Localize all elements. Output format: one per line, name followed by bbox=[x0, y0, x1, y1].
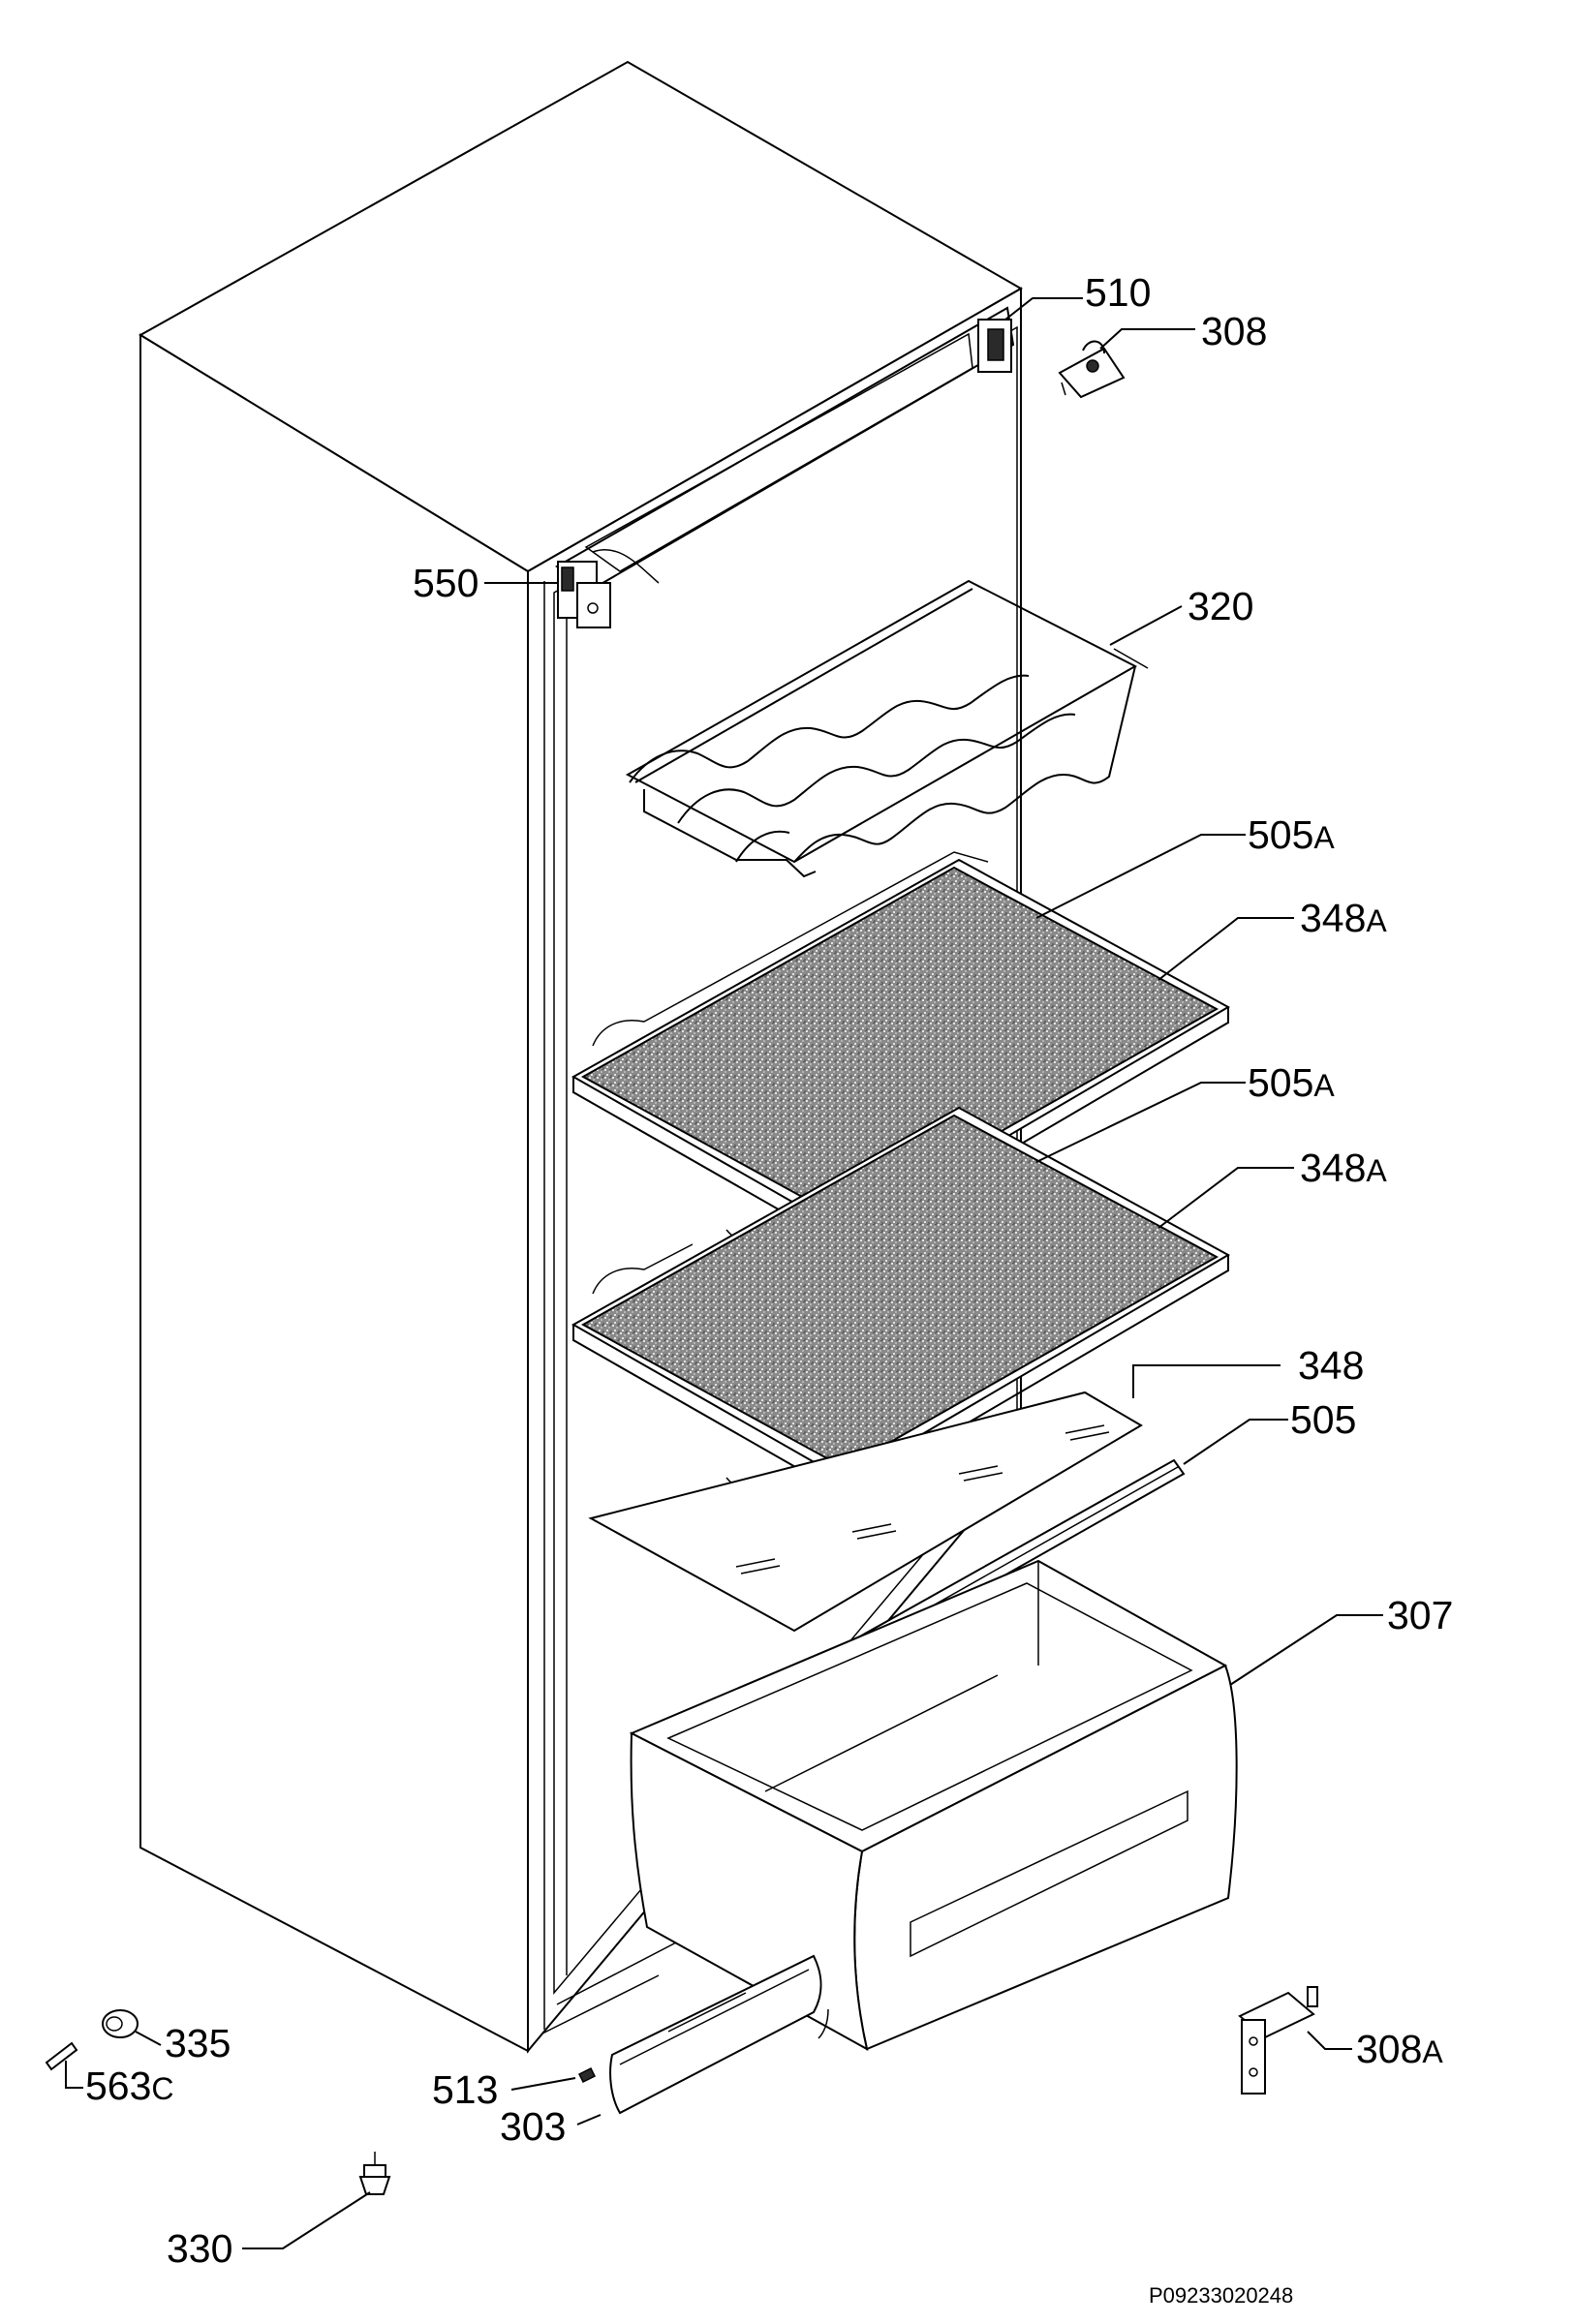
part-303-kick-plate bbox=[609, 1954, 829, 2115]
part-308-hinge bbox=[1058, 340, 1126, 399]
diagram-reference-code: P09233020248 bbox=[1149, 2283, 1293, 2308]
part-550-bracket bbox=[576, 582, 611, 628]
part-330-leveling-foot bbox=[358, 2152, 391, 2195]
label-505a-lower: 505A bbox=[1248, 1060, 1335, 1105]
label-513: 513 bbox=[432, 2067, 498, 2112]
leader-lines bbox=[65, 297, 1383, 2249]
part-308a-hinge bbox=[1238, 1986, 1318, 2095]
label-550: 550 bbox=[413, 561, 478, 605]
label-348a-lower: 348A bbox=[1300, 1146, 1387, 1190]
label-505: 505 bbox=[1290, 1397, 1356, 1442]
part-348-glass-plate bbox=[588, 1391, 1143, 1633]
label-307: 307 bbox=[1387, 1593, 1453, 1637]
label-348a-upper: 348A bbox=[1300, 896, 1387, 940]
label-320: 320 bbox=[1188, 584, 1253, 628]
label-510: 510 bbox=[1085, 270, 1151, 315]
part-320-wine-rack bbox=[625, 579, 1149, 878]
label-330: 330 bbox=[167, 2226, 232, 2271]
glass-shelf-lower bbox=[571, 1106, 1231, 1500]
label-563c: 563C bbox=[85, 2064, 174, 2108]
label-308a: 308A bbox=[1356, 2027, 1443, 2071]
label-348: 348 bbox=[1298, 1343, 1364, 1388]
part-513-clip bbox=[577, 2066, 597, 2084]
label-335: 335 bbox=[165, 2021, 231, 2065]
label-505a-upper: 505A bbox=[1248, 812, 1335, 857]
part-563c-pin bbox=[45, 2041, 78, 2071]
part-labels: 510 308 550 320 505A 348A 505A 348A 348 … bbox=[85, 270, 1453, 2308]
part-335-foot-pad bbox=[102, 2009, 139, 2038]
label-308: 308 bbox=[1201, 309, 1267, 353]
label-303: 303 bbox=[500, 2104, 566, 2149]
